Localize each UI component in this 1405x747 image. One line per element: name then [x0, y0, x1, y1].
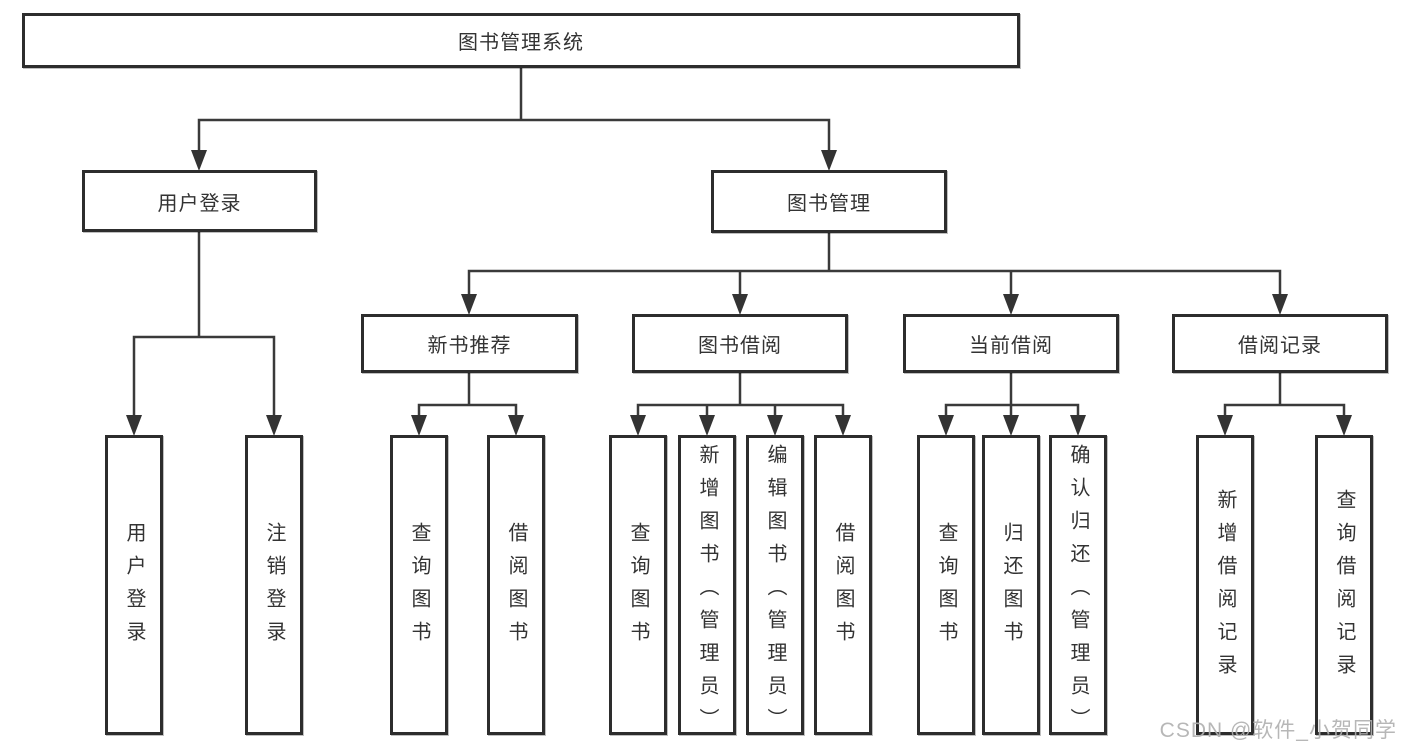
watermark: CSDN @软件_小贺同学 — [1159, 719, 1397, 742]
node-leaf-confirm-return-admin: 确认归还（管理员） — [1049, 435, 1107, 741]
node-leaf-edit-books-admin: 编辑图书（管理员） — [746, 435, 804, 741]
node-new-book-recommendation: 新书推荐 — [361, 314, 578, 373]
node-user-login-group: 用户登录 — [82, 170, 317, 232]
node-book-management: 图书管理 — [711, 170, 947, 233]
node-leaf-user-login: 用户登录 — [105, 435, 163, 735]
node-leaf-query-books-2: 查询图书 — [609, 435, 667, 735]
node-leaf-query-books-3: 查询图书 — [917, 435, 975, 735]
connector-lines — [132, 68, 1346, 419]
node-leaf-query-books-1: 查询图书 — [390, 435, 448, 735]
node-leaf-return-books: 归还图书 — [982, 435, 1040, 735]
node-library-management-system: 图书管理系统 — [22, 13, 1020, 68]
node-leaf-borrow-books-2: 借阅图书 — [814, 435, 872, 735]
node-leaf-add-borrow-record: 新增借阅记录 — [1196, 435, 1254, 735]
node-leaf-query-borrow-record: 查询借阅记录 — [1315, 435, 1373, 735]
node-book-borrowing: 图书借阅 — [632, 314, 848, 373]
node-leaf-logout: 注销登录 — [245, 435, 303, 735]
node-leaf-borrow-books-1: 借阅图书 — [487, 435, 545, 735]
node-current-borrowing: 当前借阅 — [903, 314, 1119, 373]
node-borrowing-records: 借阅记录 — [1172, 314, 1388, 373]
node-leaf-add-books-admin: 新增图书（管理员） — [678, 435, 736, 741]
